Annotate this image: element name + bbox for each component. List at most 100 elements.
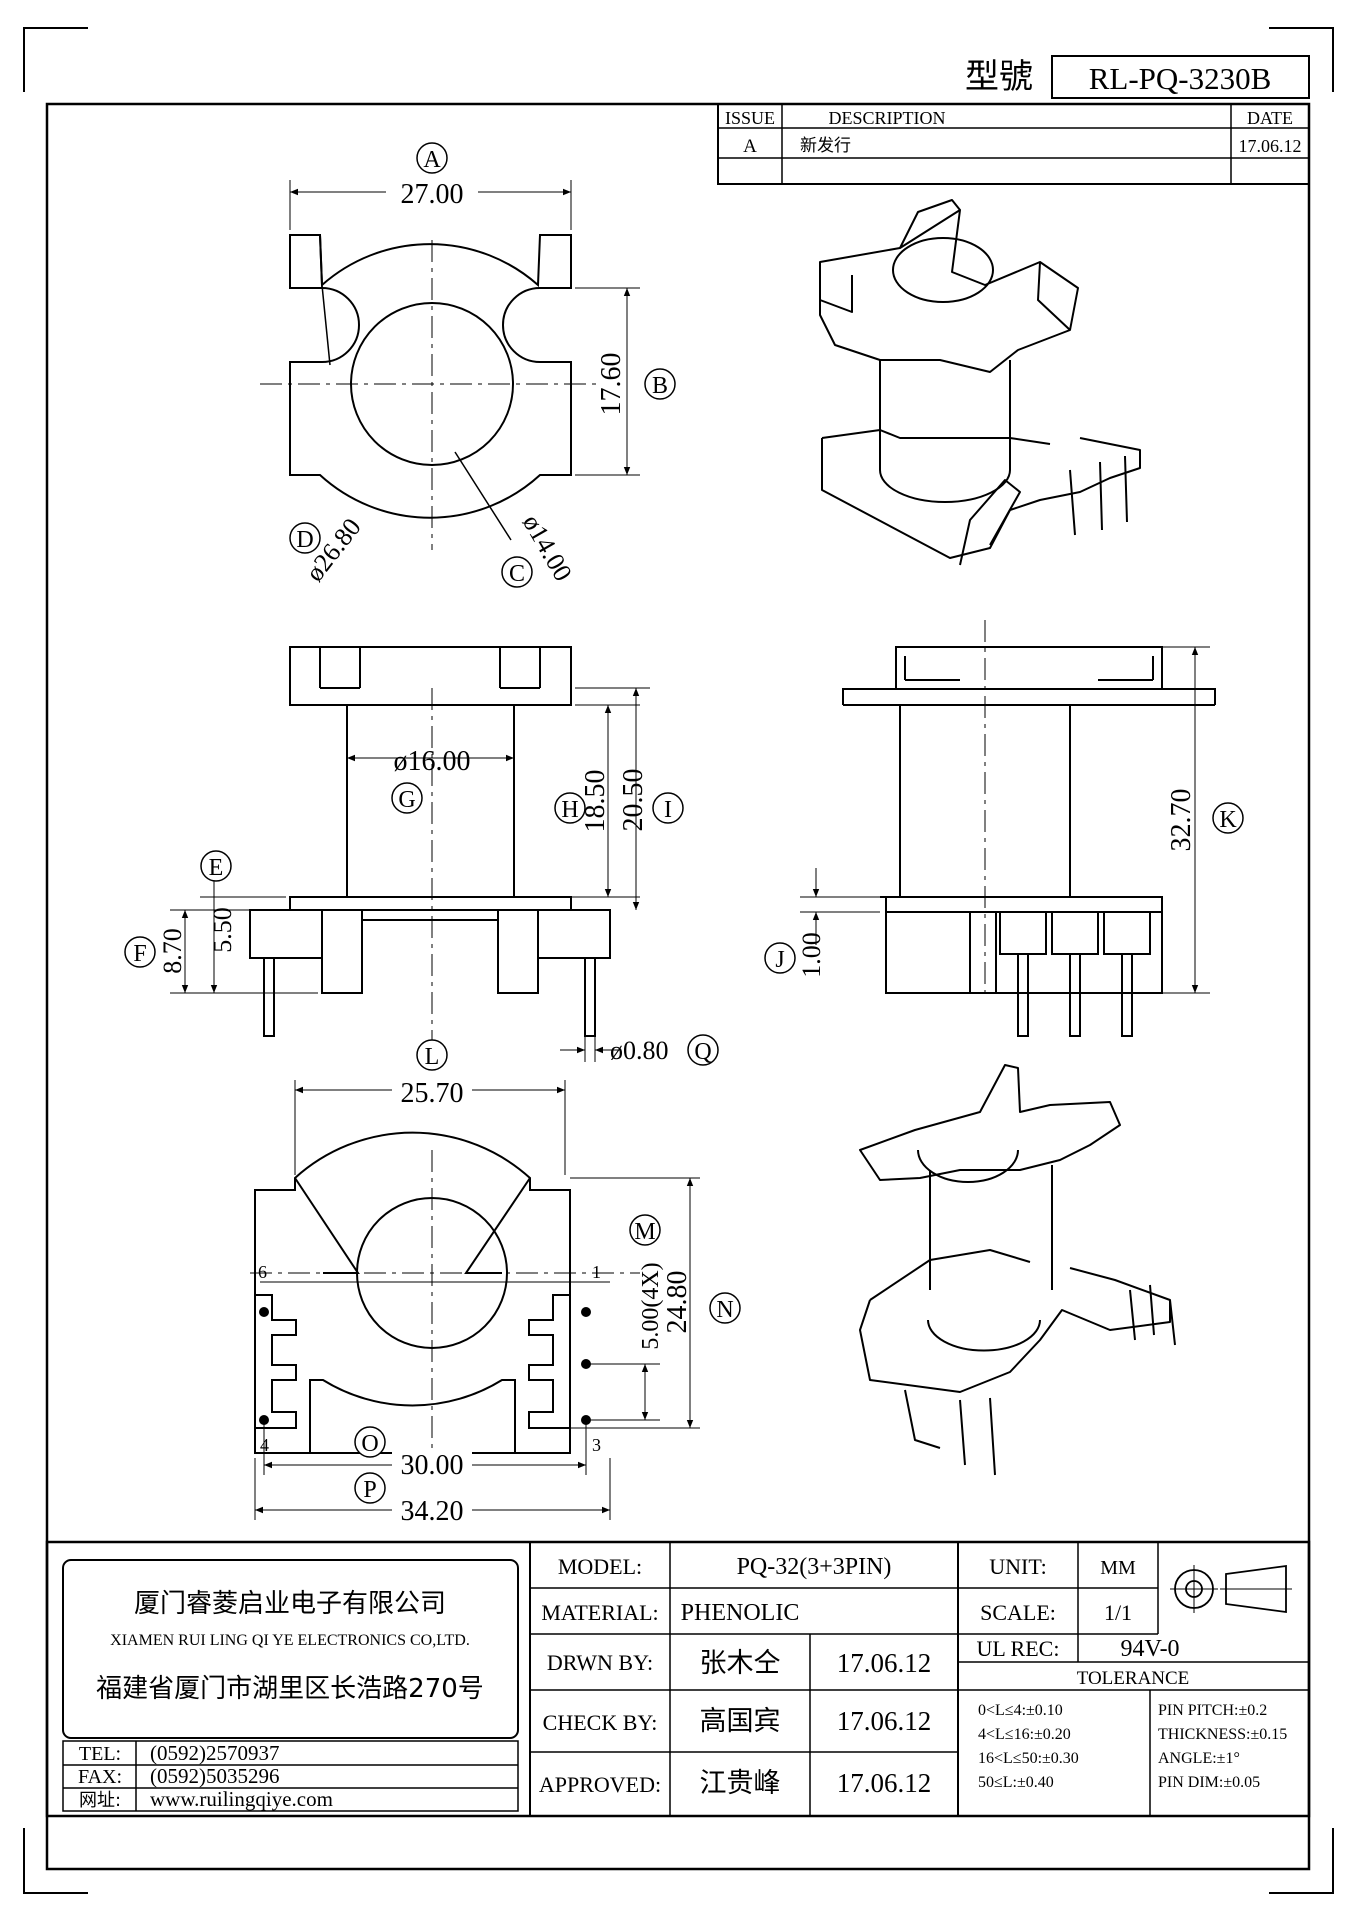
pin-label-3: 3 <box>592 1435 601 1455</box>
tol-right-2: THICKNESS:±0.15 <box>1158 1726 1287 1743</box>
dim-P-value: 34.20 <box>401 1496 464 1527</box>
company-website: www.ruilingqiye.com <box>150 1787 333 1811</box>
letter-M: M <box>634 1219 655 1245</box>
unit-value: MM <box>1100 1557 1136 1579</box>
bottom-view <box>250 1080 700 1520</box>
title-block-grid <box>45 1540 1311 1818</box>
svg-text:型號: 型號 <box>965 57 1033 97</box>
svg-text:UNIT:: UNIT: <box>989 1554 1047 1579</box>
tol-left-2: 4<L≤16:±0.20 <box>978 1726 1071 1743</box>
dim-B-value: 17.60 <box>596 353 627 416</box>
front-view-labels: ø16.00 G 18.50 H 20.50 I E 5.50 F 8.70 ø… <box>124 746 719 1066</box>
dim-K-value: 32.70 <box>1166 789 1197 852</box>
tol-right-3: ANGLE:±1° <box>1158 1750 1240 1767</box>
svg-text:TOLERANCE: TOLERANCE <box>1077 1668 1190 1689</box>
company-name-cn: 厦门睿菱启业电子有限公司 <box>134 1589 446 1619</box>
top-view-labels: 27.00 A 17.60 B ø14.00 C ø26.80 D <box>289 142 676 588</box>
letter-G: G <box>398 787 415 813</box>
letter-O: O <box>361 1431 378 1457</box>
tol-left-1: 0<L≤4:±0.10 <box>978 1702 1063 1719</box>
model-number-header: 型號 RL-PQ-3230B <box>965 55 1310 99</box>
corner-marks <box>23 27 1334 1894</box>
svg-text:新发行: 新发行 <box>800 136 851 156</box>
letter-N: N <box>716 1297 733 1323</box>
title-block-text: MODEL: PQ-32(3+3PIN) MATERIAL: PHENOLIC … <box>539 1554 1287 1799</box>
letter-K: K <box>1219 807 1237 833</box>
svg-text:DATE: DATE <box>1247 108 1293 128</box>
dim-L-value: 25.70 <box>401 1078 464 1109</box>
dim-F-value: 8.70 <box>158 928 187 974</box>
svg-text:APPROVED:: APPROVED: <box>539 1772 661 1797</box>
material-value: PHENOLIC <box>681 1600 800 1626</box>
letter-Q: Q <box>694 1039 711 1065</box>
svg-text:RL-PQ-3230B: RL-PQ-3230B <box>1089 61 1272 96</box>
letter-B: B <box>652 373 668 399</box>
check-by-date: 17.06.12 <box>837 1706 932 1736</box>
dim-N-value: 24.80 <box>662 1271 693 1334</box>
letter-P: P <box>363 1477 376 1503</box>
dim-G-value: ø16.00 <box>394 746 471 777</box>
drawn-by-name: 张木仝 <box>700 1648 781 1679</box>
letter-H: H <box>561 797 578 823</box>
side-view-labels: 32.70 K 1.00 J <box>764 789 1244 978</box>
svg-text:MATERIAL:: MATERIAL: <box>541 1600 658 1625</box>
dim-A-value: 27.00 <box>401 179 464 210</box>
svg-text:MODEL:: MODEL: <box>558 1554 642 1579</box>
letter-F: F <box>133 941 146 967</box>
ul-value: 94V-0 <box>1120 1636 1179 1662</box>
company-fax: (0592)5035296 <box>150 1764 280 1788</box>
pin-label-1: 1 <box>592 1262 601 1282</box>
front-view <box>170 646 650 1062</box>
svg-text:DESCRIPTION: DESCRIPTION <box>828 108 945 128</box>
company-block: 厦门睿菱启业电子有限公司 XIAMEN RUI LING QI YE ELECT… <box>78 1589 484 1811</box>
isometric-view-bottom <box>859 1064 1176 1476</box>
model-value: PQ-32(3+3PIN) <box>737 1554 892 1580</box>
approved-by-date: 17.06.12 <box>837 1768 932 1798</box>
svg-text:SCALE:: SCALE: <box>980 1600 1056 1625</box>
company-address: 福建省厦门市湖里区长浩路270号 <box>96 1674 484 1704</box>
approved-by-name: 江贵峰 <box>700 1768 781 1799</box>
svg-text:FAX:: FAX: <box>78 1766 122 1788</box>
dim-I-value: 20.50 <box>618 769 649 832</box>
check-by-name: 高国宾 <box>700 1706 781 1737</box>
dim-E-value: 5.50 <box>208 907 237 953</box>
pin-label-4: 4 <box>260 1435 269 1455</box>
tol-left-3: 16<L≤50:±0.30 <box>978 1750 1079 1767</box>
dim-Q-value: ø0.80 <box>610 1036 669 1065</box>
svg-text:A: A <box>743 136 757 157</box>
drawn-by-date: 17.06.12 <box>837 1648 932 1678</box>
scale-value: 1/1 <box>1104 1600 1132 1625</box>
top-view <box>260 180 640 550</box>
bottom-view-labels: 25.70 L 5.00(4X) M 24.80 N 30.00 O 34.20… <box>258 1039 741 1527</box>
dim-J-value: 1.00 <box>797 932 826 978</box>
letter-A: A <box>423 147 441 173</box>
side-view <box>800 620 1216 1037</box>
pin-label-6: 6 <box>258 1262 267 1282</box>
company-name-en: XIAMEN RUI LING QI YE ELECTRONICS CO,LTD… <box>110 1632 470 1649</box>
svg-text:DRWN BY:: DRWN BY: <box>547 1650 653 1675</box>
tol-right-1: PIN PITCH:±0.2 <box>1158 1702 1267 1719</box>
dim-O-value: 30.00 <box>401 1450 464 1481</box>
letter-I: I <box>664 797 672 823</box>
letter-L: L <box>425 1044 440 1070</box>
drawing-frame <box>45 102 1311 1871</box>
dim-H-value: 18.50 <box>580 770 611 833</box>
projection-symbol-icon <box>1170 1564 1292 1614</box>
letter-E: E <box>209 855 224 881</box>
tol-left-4: 50≤L:±0.40 <box>978 1774 1054 1791</box>
revision-table: ISSUE DESCRIPTION DATE A 新发行 17.06.12 <box>717 103 1310 185</box>
letter-C: C <box>509 561 525 587</box>
dim-M-value: 5.00(4X) <box>638 1262 664 1349</box>
svg-text:UL REC:: UL REC: <box>977 1636 1060 1661</box>
isometric-view-top <box>819 199 1141 566</box>
svg-text:17.06.12: 17.06.12 <box>1239 136 1302 156</box>
letter-D: D <box>296 527 313 553</box>
tol-right-4: PIN DIM:±0.05 <box>1158 1774 1260 1791</box>
svg-text:网址:: 网址: <box>79 1790 121 1811</box>
company-tel: (0592)2570937 <box>150 1741 280 1765</box>
svg-text:TEL:: TEL: <box>79 1743 121 1765</box>
letter-J: J <box>775 947 784 973</box>
svg-text:CHECK BY:: CHECK BY: <box>543 1710 658 1735</box>
svg-text:ISSUE: ISSUE <box>725 108 775 128</box>
